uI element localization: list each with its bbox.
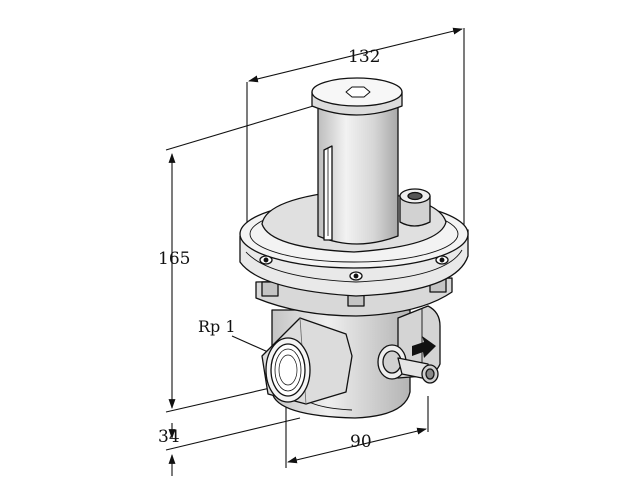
dim-34-extension [165, 417, 301, 451]
flow-arrow-icon [412, 336, 436, 358]
side-fitting [377, 336, 439, 384]
spring-tower [317, 103, 399, 245]
dim-132-line [248, 27, 463, 83]
dim-165-extension-top [165, 97, 341, 151]
dim-90-line [287, 427, 427, 464]
dimension-lines [165, 27, 465, 476]
top-cap [311, 77, 403, 116]
inlet-hex-nut [261, 317, 353, 405]
vent-plug [399, 188, 431, 227]
dim-90-label: 90 [350, 432, 372, 452]
dim-165-label: 165 [158, 249, 190, 269]
housing-bolts [259, 255, 449, 281]
dim-132-label: 132 [348, 47, 380, 67]
hex-socket-icon [345, 86, 371, 98]
rp1-leader-line [231, 335, 269, 353]
rp1-callout-label: Rp 1 [198, 317, 236, 336]
dim-34-label: 34 [158, 427, 180, 447]
regulator-illustration [239, 77, 469, 419]
